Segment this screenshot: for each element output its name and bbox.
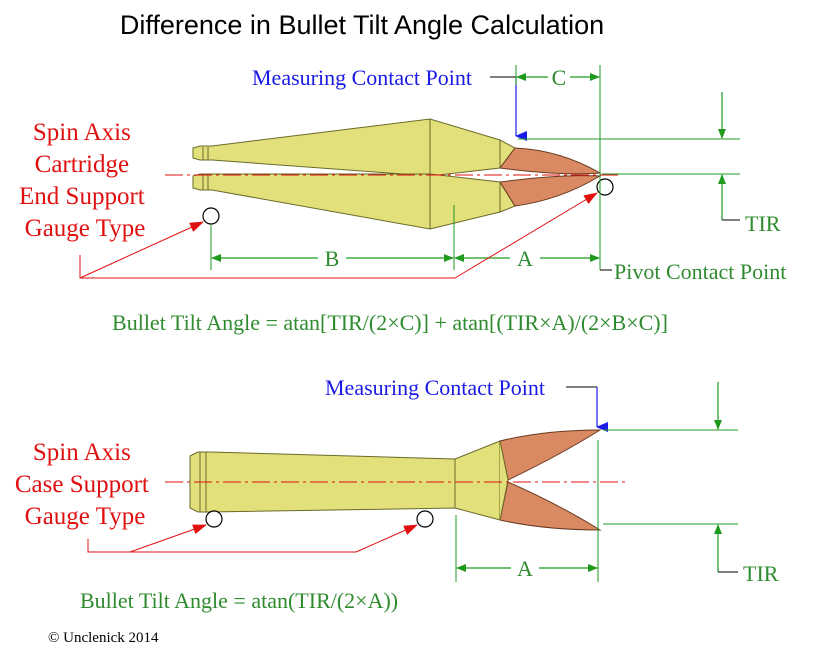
top-dim-c: C: [552, 65, 567, 90]
top-dim-a: A: [517, 246, 533, 271]
bottom-diagram: Measuring Contact Point TIR A Spin Axis …: [15, 375, 779, 613]
bottom-gauge-label: Spin Axis Case Support Gauge Type: [15, 439, 155, 530]
top-diagram: Measuring Contact Point C TIR B A Pivot …: [19, 65, 786, 335]
bottom-support-ball-2: [416, 510, 434, 528]
top-formula: Bullet Tilt Angle = atan[TIR/(2×C)] + at…: [112, 310, 668, 335]
top-cartridge-lower: [192, 173, 602, 230]
bottom-formula: Bullet Tilt Angle = atan(TIR/(2×A)): [80, 588, 398, 613]
bottom-gauge-line-1: Spin Axis: [33, 439, 131, 466]
top-dim-b: B: [325, 246, 340, 271]
bottom-dim-a: A: [517, 556, 533, 581]
top-pivot-ball: [596, 178, 614, 196]
top-tir-label: TIR: [745, 211, 781, 236]
top-cartridge-upper: [192, 118, 602, 177]
bottom-gauge-line-2: Case Support: [15, 471, 149, 498]
top-gauge-line-2: Cartridge: [35, 151, 129, 178]
top-gauge-line-3: End Support: [19, 183, 145, 210]
copyright: © Unclenick 2014: [48, 630, 159, 646]
bottom-cartridge: [189, 429, 602, 531]
top-pivot-label: Pivot Contact Point: [614, 259, 786, 284]
top-gauge-line-1: Spin Axis: [33, 119, 131, 146]
bottom-tir-label: TIR: [743, 561, 779, 586]
bottom-measuring-label: Measuring Contact Point: [325, 375, 545, 400]
bottom-gauge-line-3: Gauge Type: [25, 503, 146, 530]
top-case-support-ball: [202, 207, 220, 225]
top-gauge-label: Spin Axis Cartridge End Support Gauge Ty…: [19, 119, 151, 242]
bottom-support-ball-1: [205, 510, 223, 528]
top-gauge-line-4: Gauge Type: [25, 215, 146, 242]
top-measuring-label: Measuring Contact Point: [252, 65, 472, 90]
page-title: Difference in Bullet Tilt Angle Calculat…: [120, 10, 604, 40]
